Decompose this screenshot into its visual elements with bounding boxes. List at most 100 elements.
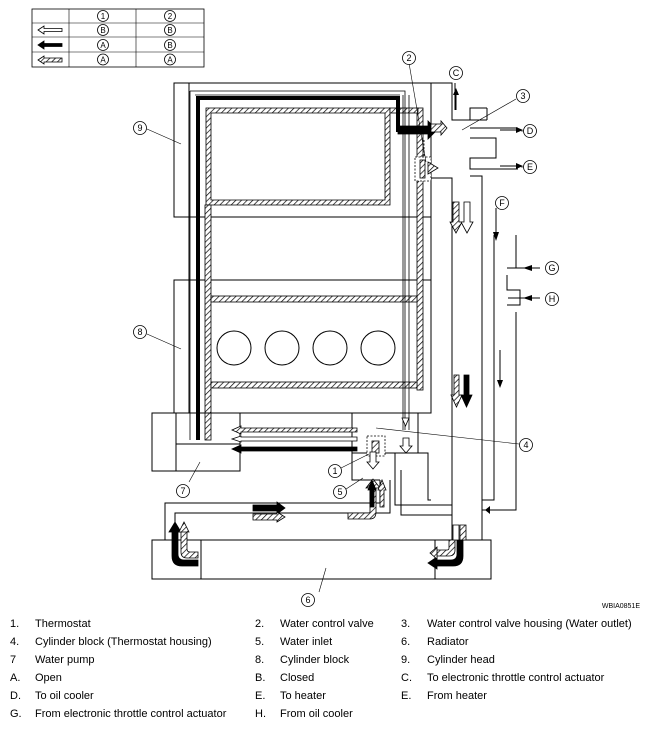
- part-key: 8.: [255, 654, 265, 666]
- legend-col-1: 1: [101, 12, 106, 21]
- parts-row: A. Open B. Closed C. To electronic throt…: [0, 672, 649, 690]
- svg-text:8: 8: [137, 327, 142, 337]
- outlet-d-arrow: [500, 127, 523, 133]
- callout-2: 2: [402, 51, 416, 65]
- callout-f: F: [495, 196, 509, 210]
- figure-ref: WBIA0851E: [602, 603, 640, 610]
- legend-row3-col2: A: [167, 56, 173, 65]
- part-label: Water pump: [35, 654, 95, 666]
- part-key: E.: [255, 690, 266, 702]
- open-arrow-icon: [401, 417, 410, 427]
- solid-arrow-icon: [37, 40, 63, 50]
- callout-7: 7: [176, 484, 190, 498]
- svg-text:C: C: [453, 68, 460, 78]
- svg-text:1: 1: [332, 466, 337, 476]
- part-label: Open: [35, 672, 62, 684]
- callout-5: 5: [333, 485, 347, 499]
- part-key: C.: [401, 672, 412, 684]
- part-label: Water inlet: [280, 636, 333, 648]
- part-key: 6.: [401, 636, 411, 648]
- callouts: 1 2 3 4 5 6 7 8 9 C D E F G H: [133, 51, 559, 607]
- parts-row: G. From electronic throttle control actu…: [0, 708, 649, 726]
- legend-col-2: 2: [168, 12, 173, 21]
- parts-row: 7 Water pump 8. Cylinder block 9. Cylind…: [0, 654, 649, 672]
- part-label: Cylinder block (Thermostat housing): [35, 636, 212, 648]
- part-key: 1.: [10, 618, 20, 630]
- part-label: To heater: [280, 690, 326, 702]
- callout-d: D: [523, 124, 537, 138]
- legend-row2-col2: B: [167, 41, 172, 50]
- outlet-e-arrow: [500, 163, 523, 169]
- part-key: E.: [401, 690, 412, 702]
- svg-text:9: 9: [137, 123, 142, 133]
- svg-text:6: 6: [305, 595, 310, 605]
- part-key: 4.: [10, 636, 20, 648]
- return-arrows: [485, 208, 532, 514]
- legend-table: 1 2 B B A B A A: [31, 8, 205, 68]
- callout-8: 8: [133, 325, 147, 339]
- part-key: 5.: [255, 636, 265, 648]
- water-control-valve-housing: [431, 82, 518, 540]
- part-key: 9.: [401, 654, 411, 666]
- radiator-flow-arrows: [449, 201, 474, 408]
- svg-text:D: D: [527, 126, 534, 136]
- part-key: A.: [10, 672, 21, 684]
- open-flow-path: [189, 90, 410, 440]
- cylinder-block: [173, 217, 432, 414]
- callout-g: G: [545, 261, 559, 275]
- parts-row: 1. Thermostat 2. Water control valve 3. …: [0, 618, 649, 636]
- part-key: 3.: [401, 618, 411, 630]
- part-key: 7: [10, 654, 17, 666]
- cylinder-head: [173, 82, 432, 218]
- part-label: Water control valve housing (Water outle…: [427, 618, 632, 630]
- outlet-flow-arrows: [397, 119, 448, 140]
- thermostat-housing: [351, 412, 452, 516]
- svg-text:E: E: [527, 162, 533, 172]
- callout-1: 1: [328, 464, 342, 478]
- svg-text:3: 3: [520, 91, 525, 101]
- part-key: G.: [10, 708, 22, 720]
- return-lines: [482, 235, 540, 511]
- legend-row2-col1: A: [100, 41, 106, 50]
- water-control-valve: [414, 140, 439, 182]
- legend-row3-col1: A: [100, 56, 106, 65]
- callout-c: C: [449, 66, 463, 80]
- part-label: Cylinder block: [280, 654, 350, 666]
- parts-row: 4. Cylinder block (Thermostat housing) 5…: [0, 636, 649, 654]
- pump-flow-bars: [230, 425, 358, 454]
- part-label: Closed: [280, 672, 315, 684]
- callout-e: E: [523, 160, 537, 174]
- thermostat: [366, 435, 413, 470]
- part-label: From oil cooler: [280, 708, 353, 720]
- part-label: Water control valve: [280, 618, 374, 630]
- part-key: D.: [10, 690, 21, 702]
- hatched-arrow-icon: [37, 55, 63, 65]
- radiator: [151, 539, 492, 580]
- callout-3: 3: [516, 89, 530, 103]
- svg-text:2: 2: [406, 53, 411, 63]
- cooling-system-diagram: 1 2 B B A B A A: [31, 8, 640, 610]
- svg-text:5: 5: [337, 487, 342, 497]
- callout-4: 4: [519, 438, 533, 452]
- callout-9: 9: [133, 121, 147, 135]
- part-label: From electronic throttle control actuato…: [35, 708, 227, 720]
- svg-text:4: 4: [523, 440, 528, 450]
- open-arrow-icon: [37, 25, 63, 35]
- part-label: To oil cooler: [35, 690, 94, 702]
- svg-text:F: F: [499, 198, 505, 208]
- callout-6: 6: [301, 593, 315, 607]
- part-label: Radiator: [427, 636, 469, 648]
- svg-text:7: 7: [180, 486, 185, 496]
- legend-row1-col2: B: [167, 26, 172, 35]
- parts-row: D. To oil cooler E. To heater E. From he…: [0, 690, 649, 708]
- water-pump: [151, 412, 241, 472]
- part-key: B.: [255, 672, 266, 684]
- part-label: Cylinder head: [427, 654, 495, 666]
- part-label: From heater: [427, 690, 487, 702]
- part-label: To electronic throttle control actuator: [427, 672, 605, 684]
- water-jacket: [204, 107, 424, 441]
- svg-text:G: G: [548, 263, 555, 273]
- callout-h: H: [545, 292, 559, 306]
- inlet-flow-arrows: [252, 478, 387, 523]
- part-key: H.: [255, 708, 266, 720]
